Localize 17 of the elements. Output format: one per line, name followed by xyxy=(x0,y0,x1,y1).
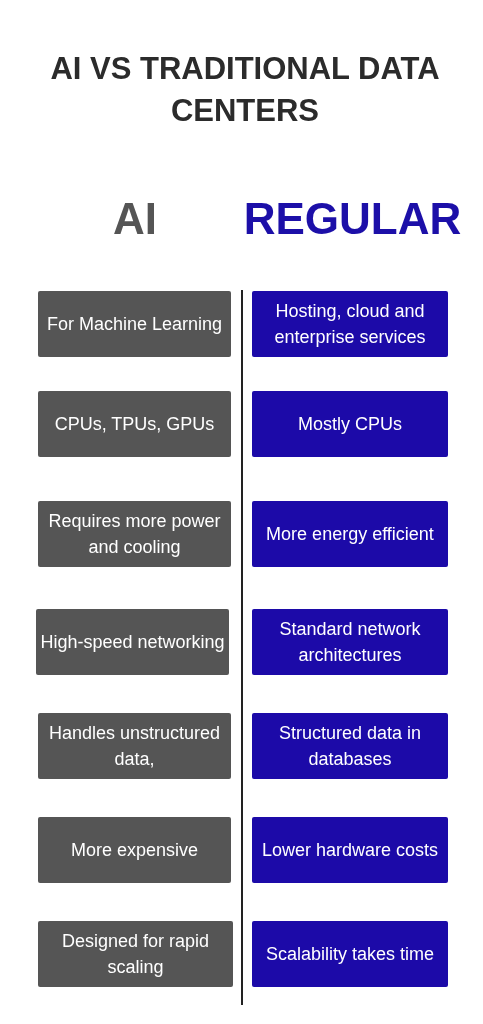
comparison-box: Mostly CPUs xyxy=(252,391,448,457)
comparison-box: Lower hardware costs xyxy=(252,817,448,883)
comparison-box: Standard network architectures xyxy=(252,609,448,675)
comparison-box: Scalability takes time xyxy=(252,921,448,987)
comparison-box: Structured data in databases xyxy=(252,713,448,779)
column-header: AI xyxy=(112,193,158,245)
comparison-box: Hosting, cloud and enterprise services xyxy=(252,291,448,357)
comparison-box: Handles unstructured data, xyxy=(38,713,231,779)
column-header: REGULAR xyxy=(242,193,463,245)
comparison-box: More energy efficient xyxy=(252,501,448,567)
comparison-box: High-speed networking xyxy=(36,609,229,675)
comparison-box: CPUs, TPUs, GPUs xyxy=(38,391,231,457)
comparison-box: Designed for rapid scaling xyxy=(38,921,233,987)
title: AI VS TRADITIONAL DATA CENTERS xyxy=(49,50,441,130)
comparison-box: More expensive xyxy=(38,817,231,883)
comparison-box: Requires more power and cooling xyxy=(38,501,231,567)
comparison-box: For Machine Learning xyxy=(38,291,231,357)
